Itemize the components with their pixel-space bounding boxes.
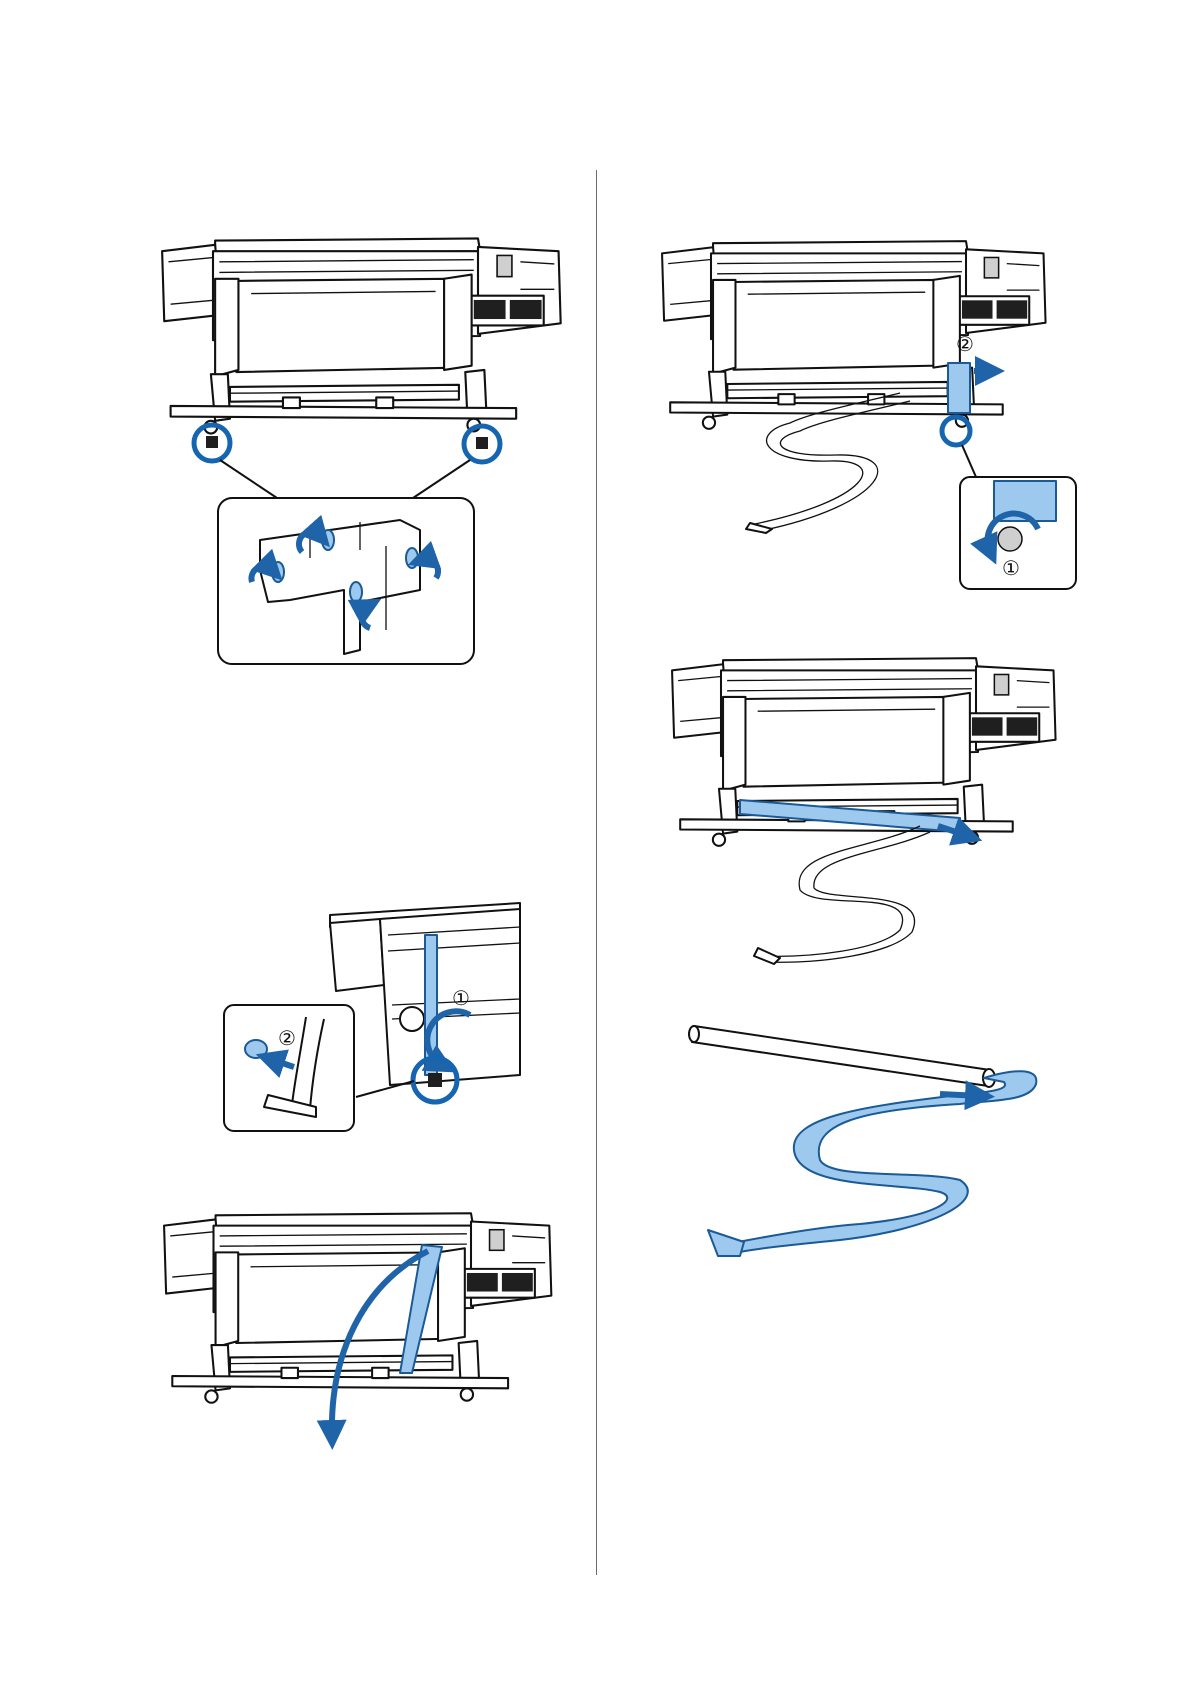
figure-feed-strap (162, 1205, 582, 1465)
callout-number-2: ② (278, 1026, 296, 1050)
figure-strap-core (690, 1020, 1070, 1280)
figure-holder-release: ② ① (660, 233, 1080, 593)
figure-caster-locks (160, 230, 580, 670)
callout-number-1: ① (1002, 556, 1020, 580)
caster-highlight-right (464, 426, 500, 462)
figure-tension-bar: ① ② (220, 895, 520, 1135)
callout-number-2: ② (956, 332, 974, 356)
paper-core (692, 1026, 990, 1086)
figure-core-install (670, 650, 1090, 980)
callout-number-1: ① (452, 986, 470, 1010)
feed-strap (738, 1071, 1036, 1252)
column-divider (596, 170, 597, 1575)
